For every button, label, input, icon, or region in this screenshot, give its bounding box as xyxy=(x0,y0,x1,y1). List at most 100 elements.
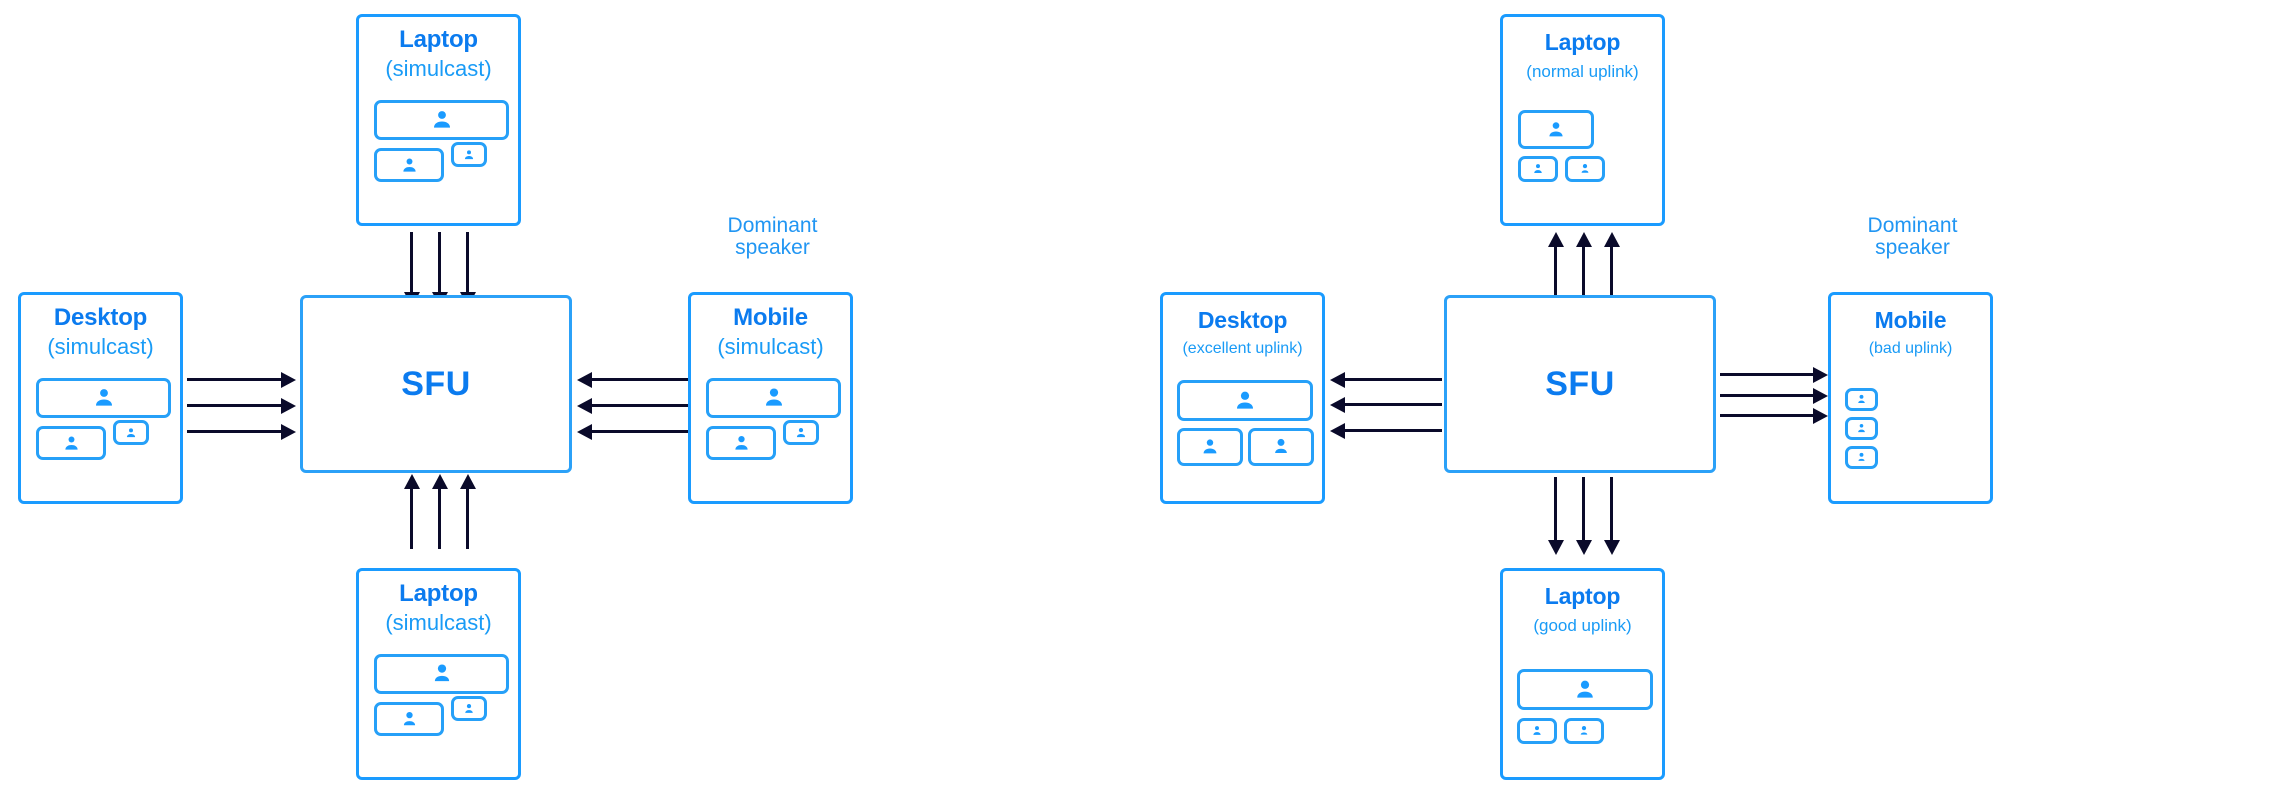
arrow-head-right xyxy=(1813,408,1828,424)
arrow-head-left xyxy=(1330,397,1345,413)
arrow-line xyxy=(438,487,441,549)
video-tile-small xyxy=(783,420,819,445)
node-title: Desktop xyxy=(1197,307,1288,333)
node-subtitle: (simulcast) xyxy=(47,334,154,359)
arrow-head-left xyxy=(577,424,592,440)
arrow-line xyxy=(592,430,688,433)
node-subtitle: (simulcast) xyxy=(385,56,492,81)
arrow-line xyxy=(1345,429,1442,432)
node-subtitle: (normal uplink) xyxy=(1526,62,1639,81)
video-tile-medium xyxy=(36,426,106,460)
video-tile-medium xyxy=(1177,428,1243,466)
arrow-line xyxy=(410,487,413,549)
video-tile-small xyxy=(1564,718,1604,744)
arrow-head-down xyxy=(1576,540,1592,555)
person-icon xyxy=(734,435,748,450)
person-icon xyxy=(1581,163,1589,173)
video-tile-small xyxy=(1845,417,1878,440)
node-right-desktop: Desktop (excellent uplink) xyxy=(1160,292,1325,504)
person-icon xyxy=(1580,725,1588,735)
node-subtitle: (good uplink) xyxy=(1533,616,1632,635)
tile-group xyxy=(1503,636,1662,777)
video-tile-large xyxy=(1517,669,1653,710)
arrow-line xyxy=(1610,477,1613,542)
person-icon xyxy=(1203,439,1217,454)
node-right-mobile: Mobile (bad uplink) xyxy=(1828,292,1993,504)
arrow-line xyxy=(1554,477,1557,542)
arrow-line xyxy=(592,404,688,407)
tile-group xyxy=(21,360,180,501)
sfu-label: SFU xyxy=(1545,364,1615,403)
node-title: Laptop xyxy=(399,580,478,607)
node-subtitle: (bad uplink) xyxy=(1868,340,1953,357)
node-left-mobile: Mobile (simulcast) xyxy=(688,292,853,504)
person-icon xyxy=(434,664,449,682)
tile-group xyxy=(691,360,850,501)
node-left-top-laptop: Laptop (simulcast) xyxy=(356,14,521,226)
arrow-head-down xyxy=(1548,540,1564,555)
node-subtitle: (excellent uplink) xyxy=(1182,340,1303,357)
person-icon xyxy=(464,149,474,159)
person-icon xyxy=(1275,438,1287,454)
person-icon xyxy=(1534,164,1542,173)
person-icon xyxy=(1858,424,1865,433)
video-tile-large xyxy=(1518,110,1594,149)
video-tile-medium xyxy=(374,148,444,182)
node-title: Laptop xyxy=(1544,29,1621,55)
arrow-line xyxy=(1582,245,1585,295)
arrow-head-left xyxy=(577,372,592,388)
video-tile-large xyxy=(374,100,509,140)
node-right-top-laptop: Laptop (normal uplink) xyxy=(1500,14,1665,226)
person-icon xyxy=(126,427,136,437)
arrow-line xyxy=(466,487,469,549)
arrow-line xyxy=(187,430,283,433)
person-icon xyxy=(765,388,782,406)
node-subtitle: (simulcast) xyxy=(717,334,824,359)
node-title: Mobile xyxy=(733,304,808,331)
video-tile-small xyxy=(1565,156,1605,182)
person-icon xyxy=(95,389,112,406)
arrow-head-left xyxy=(1330,372,1345,388)
arrow-line xyxy=(1345,378,1442,381)
person-icon xyxy=(1858,452,1865,461)
video-tile-medium xyxy=(706,426,776,460)
arrow-line xyxy=(1720,373,1815,376)
arrow-line xyxy=(1554,245,1557,295)
arrow-head-right xyxy=(281,424,296,440)
video-tile-small xyxy=(1845,446,1878,469)
caption-dominant-speaker-left: Dominant speaker xyxy=(727,214,818,260)
tile-group xyxy=(359,636,518,777)
node-title: Laptop xyxy=(1544,583,1621,609)
arrow-line xyxy=(592,378,688,381)
node-right-bottom-laptop: Laptop (good uplink) xyxy=(1500,568,1665,780)
video-tile-small xyxy=(451,696,487,721)
video-tile-small xyxy=(1518,156,1558,182)
person-icon xyxy=(402,158,416,172)
arrow-head-left xyxy=(577,398,592,414)
arrow-line xyxy=(466,232,469,294)
tile-group xyxy=(1163,358,1322,501)
person-icon xyxy=(1533,726,1541,735)
person-icon xyxy=(796,427,806,437)
video-tile-large xyxy=(36,378,171,418)
node-title: Mobile xyxy=(1874,307,1947,333)
arrow-head-down xyxy=(1604,540,1620,555)
node-title: Desktop xyxy=(53,304,148,331)
person-icon xyxy=(1236,391,1254,409)
tile-group xyxy=(1831,358,1990,501)
arrow-line xyxy=(1720,414,1815,417)
sfu-node-right: SFU xyxy=(1444,295,1716,473)
arrow-head-right xyxy=(281,372,296,388)
arrow-head-right xyxy=(281,398,296,414)
tile-group xyxy=(359,82,518,223)
node-subtitle: (simulcast) xyxy=(385,610,492,635)
person-icon xyxy=(465,703,473,713)
video-tile-small xyxy=(451,142,487,167)
sfu-label: SFU xyxy=(401,364,471,403)
arrow-line xyxy=(410,232,413,294)
node-title: Laptop xyxy=(399,26,478,53)
arrow-head-left xyxy=(1330,423,1345,439)
tile-group xyxy=(1503,82,1662,223)
video-tile-small xyxy=(113,420,149,445)
